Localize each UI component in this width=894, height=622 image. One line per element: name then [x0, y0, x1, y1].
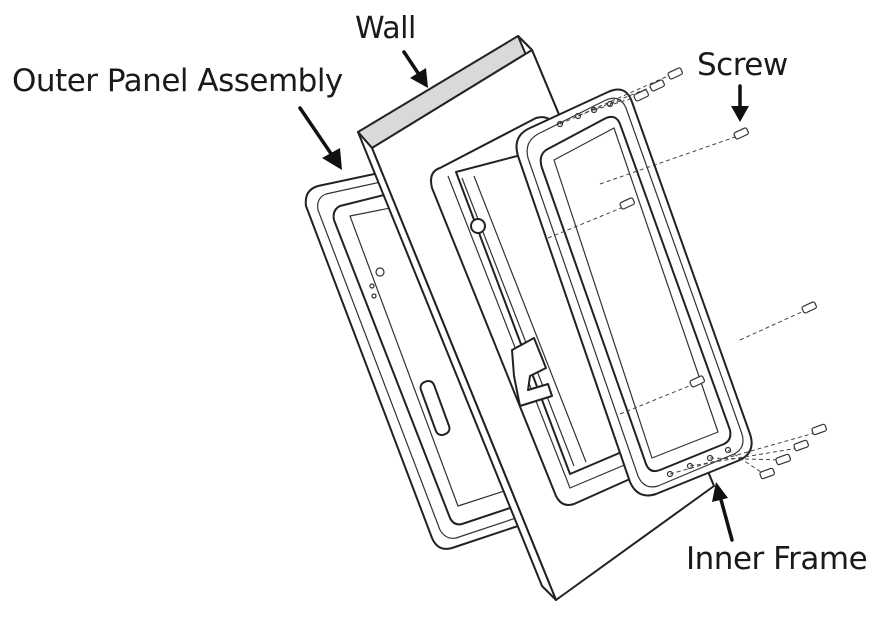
outer-panel-arrowhead [322, 148, 342, 170]
outer-panel-assembly-label: Outer Panel Assembly [12, 63, 343, 99]
sash-knob [470, 218, 486, 234]
inner-sash-rail [473, 175, 587, 463]
outer-panel-pin [369, 283, 375, 289]
outer-panel-pin [371, 293, 377, 299]
outer-panel-latch [419, 379, 451, 437]
screw-icon [649, 79, 665, 92]
inner-frame-arrowhead [712, 482, 728, 502]
wall-arrow [402, 50, 422, 78]
screw-icon [793, 439, 809, 452]
screw-icon [633, 89, 649, 102]
screw-icon [689, 375, 705, 388]
screw-icon [733, 127, 749, 140]
wall-arrowhead [410, 68, 428, 88]
screw-icon [811, 423, 827, 436]
inner-frame-opening [553, 127, 719, 459]
callout-arrows [298, 50, 749, 542]
wall-label: Wall [355, 11, 416, 46]
outer-panel-arrow [298, 106, 336, 160]
inner-frame-arrow [718, 494, 734, 542]
screw-arrowhead [731, 106, 749, 122]
screw-icon [801, 301, 817, 314]
inner-frame-inner-edge [539, 115, 732, 473]
wall-left-edge [357, 131, 557, 601]
screws [547, 67, 827, 480]
screw-icon [775, 453, 791, 466]
outer-panel-pin [375, 267, 385, 277]
inner-frame-holes [556, 100, 732, 478]
screw-label: Screw [697, 47, 788, 83]
screw-icon [619, 197, 635, 210]
screw-icon [667, 67, 683, 80]
inner-frame-outer-edge [515, 88, 753, 497]
latch-handle [511, 337, 553, 407]
inner-frame-label: Inner Frame [686, 541, 868, 577]
screw-icon [759, 467, 775, 480]
